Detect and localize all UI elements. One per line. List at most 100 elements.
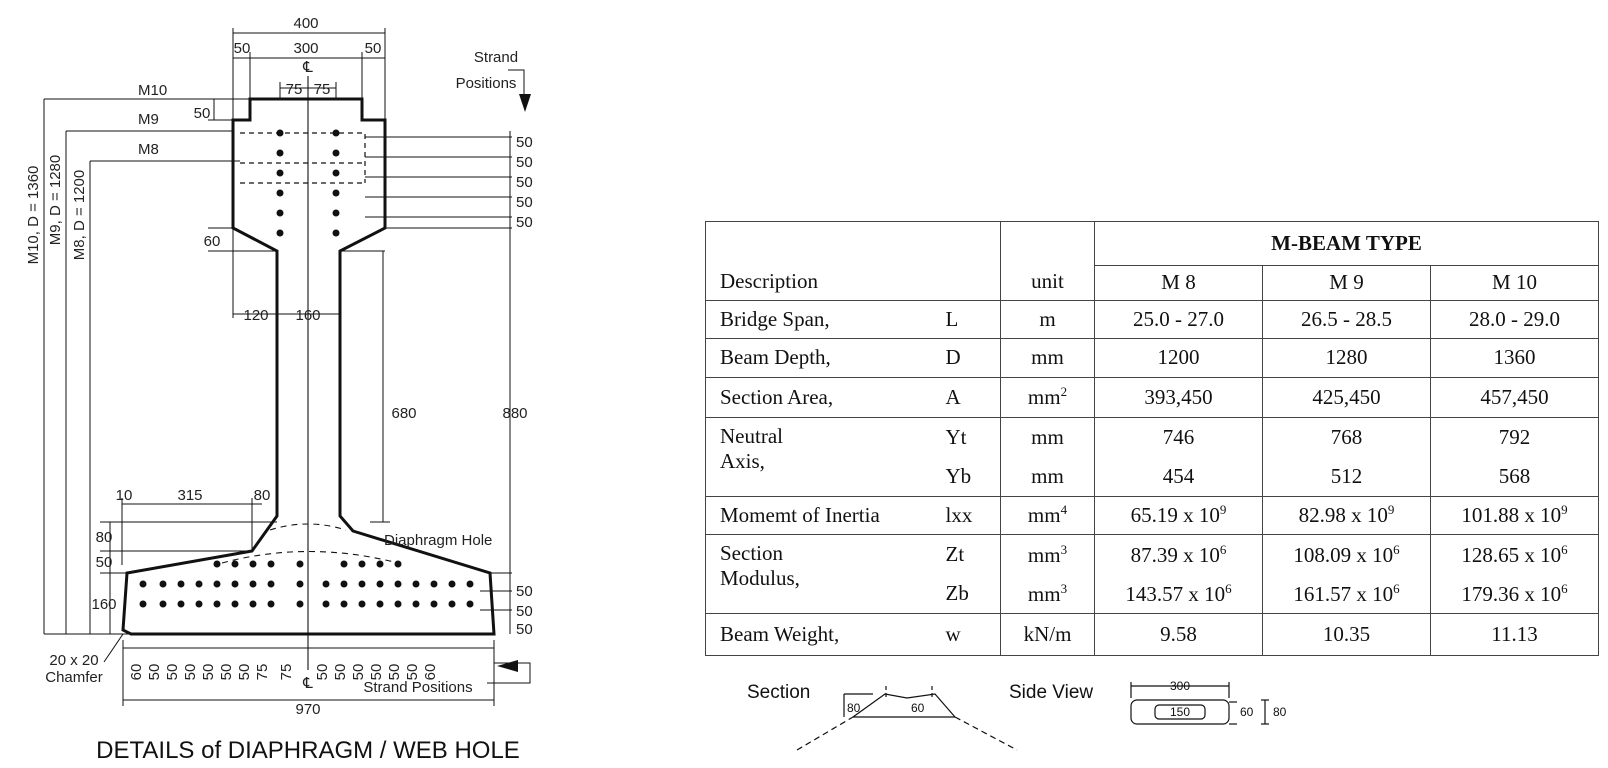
strand <box>340 560 348 568</box>
dim-right-spacing: 50 <box>516 134 533 151</box>
dim-bottom-strand-spacing: 50 <box>332 664 349 681</box>
cell-m8: 87.39 x 106 <box>1094 534 1263 575</box>
strand <box>231 580 239 588</box>
strand <box>177 580 185 588</box>
dim-right-spacing: 50 <box>516 194 533 211</box>
centerline-symbol-top: ℄ <box>302 59 313 76</box>
row-symbol: Zt <box>945 534 1001 575</box>
dim-web-160: 160 <box>295 307 320 324</box>
strand <box>195 600 203 608</box>
strand <box>231 560 239 568</box>
strand <box>267 580 275 588</box>
dim-bottom-strand-spacing: 50 <box>350 664 367 681</box>
row-unit: mm <box>1000 337 1095 379</box>
table-row-inertia: Momemt of Inertia lxx mm4 65.19 x 109 82… <box>705 495 1600 536</box>
strand <box>296 560 304 568</box>
strand <box>466 580 474 588</box>
cell-m9: 10.35 <box>1262 613 1431 656</box>
dim-web-120: 120 <box>243 307 268 324</box>
dim-right-spacing: 50 <box>516 174 533 191</box>
row-label: Beam Weight, <box>705 613 946 656</box>
label-m9: M9 <box>138 111 159 128</box>
strand <box>177 600 185 608</box>
label-m9-depth: M9, D = 1280 <box>47 155 64 245</box>
row-symbol: Zb <box>945 574 1001 615</box>
table-row-neutral-yb: Yb mm 454 512 568 <box>706 456 1600 497</box>
strand <box>231 600 239 608</box>
strand <box>466 600 474 608</box>
row-unit: mm2 <box>1000 377 1095 418</box>
dim-bottom-strand-spacing: 75 <box>254 664 271 681</box>
row-symbol: Yb <box>945 456 1001 497</box>
dim-bottom-strand-spacing: 50 <box>368 664 385 681</box>
dim-right-spacing: 50 <box>516 154 533 171</box>
label-chamfer-2: Chamfer <box>45 669 103 686</box>
dim-top-width: 400 <box>293 15 318 32</box>
cell-m9: 108.09 x 106 <box>1262 534 1431 575</box>
dim-hole-680: 680 <box>391 405 416 422</box>
header-type-m10: M 10 <box>1429 264 1600 302</box>
row-unit: mm <box>1000 456 1095 497</box>
cell-m10: 11.13 <box>1429 613 1600 656</box>
strand <box>448 580 456 588</box>
section-detail-shape <box>796 686 1018 751</box>
row-label: Momemt of Inertia <box>705 495 946 536</box>
dim-bottom-strand-spacing: 60 <box>422 664 439 681</box>
row-unit: mm <box>1000 416 1095 457</box>
dim-bottom-right-spacing: 50 <box>516 603 533 620</box>
side-dim-150: 150 <box>1170 705 1190 719</box>
strand <box>267 560 275 568</box>
label-side-view: Side View <box>1009 682 1093 703</box>
strand <box>296 580 304 588</box>
row-unit: kN/m <box>1000 613 1095 656</box>
cell-m8: 746 <box>1094 416 1263 457</box>
strand <box>139 600 147 608</box>
table-row-depth: Beam Depth, D mm 1200 1280 1360 <box>705 337 1600 379</box>
strand <box>249 580 257 588</box>
dim-bottom-strand-spacing: 50 <box>200 664 217 681</box>
dim-bottom-strand-spacing: 50 <box>386 664 403 681</box>
cell-m8: 143.57 x 106 <box>1094 574 1263 615</box>
m-beam-properties-table: Description unit M-BEAM TYPE M 8 M 9 M 1… <box>705 220 1600 656</box>
dim-top-left: 50 <box>234 40 251 57</box>
dim-left-80: 80 <box>96 529 113 546</box>
dim-right-spacing: 50 <box>516 214 533 231</box>
strand <box>394 600 402 608</box>
cell-m9: 768 <box>1262 416 1431 457</box>
strand <box>139 580 147 588</box>
label-diaphragm-hole: Diaphragm Hole <box>384 532 492 549</box>
dim-top-right: 50 <box>365 40 382 57</box>
dim-bot-315: 315 <box>177 487 202 504</box>
header-description: Description <box>705 220 946 301</box>
dim-bottom-strand-spacing: 50 <box>236 664 253 681</box>
dim-bottom-strand-spacing: 50 <box>164 664 181 681</box>
row-symbol: A <box>945 377 1001 418</box>
dim-bot-80: 80 <box>254 487 271 504</box>
cell-m10: 568 <box>1429 456 1600 497</box>
strand <box>358 560 366 568</box>
strand <box>249 560 257 568</box>
strand-positions-arrow-left <box>497 660 518 672</box>
cell-m10: 128.65 x 106 <box>1429 534 1600 575</box>
row-unit: mm4 <box>1000 495 1095 536</box>
strand <box>249 600 257 608</box>
label-strand-positions-bottom: Strand Positions <box>363 679 472 696</box>
header-type-m8: M 8 <box>1094 264 1263 302</box>
strand <box>394 580 402 588</box>
cell-m9: 82.98 x 109 <box>1262 495 1431 536</box>
dim-bottom-strand-spacing: 50 <box>404 664 421 681</box>
strand <box>213 560 221 568</box>
table-row-area: Section Area, A mm2 393,450 425,450 457,… <box>705 377 1600 418</box>
dim-chamfer-60: 60 <box>204 233 221 250</box>
label-strand-positions-top-2: Positions <box>456 75 517 92</box>
strand <box>340 580 348 588</box>
table-header-row-2: M 8 M 9 M 10 <box>706 264 1600 302</box>
strand <box>394 560 402 568</box>
strand <box>430 580 438 588</box>
label-m10-depth: M10, D = 1360 <box>25 166 42 265</box>
dim-strand-top-left: 75 <box>286 81 303 98</box>
side-view-shape <box>1130 682 1269 725</box>
header-description-sym <box>945 220 1001 301</box>
